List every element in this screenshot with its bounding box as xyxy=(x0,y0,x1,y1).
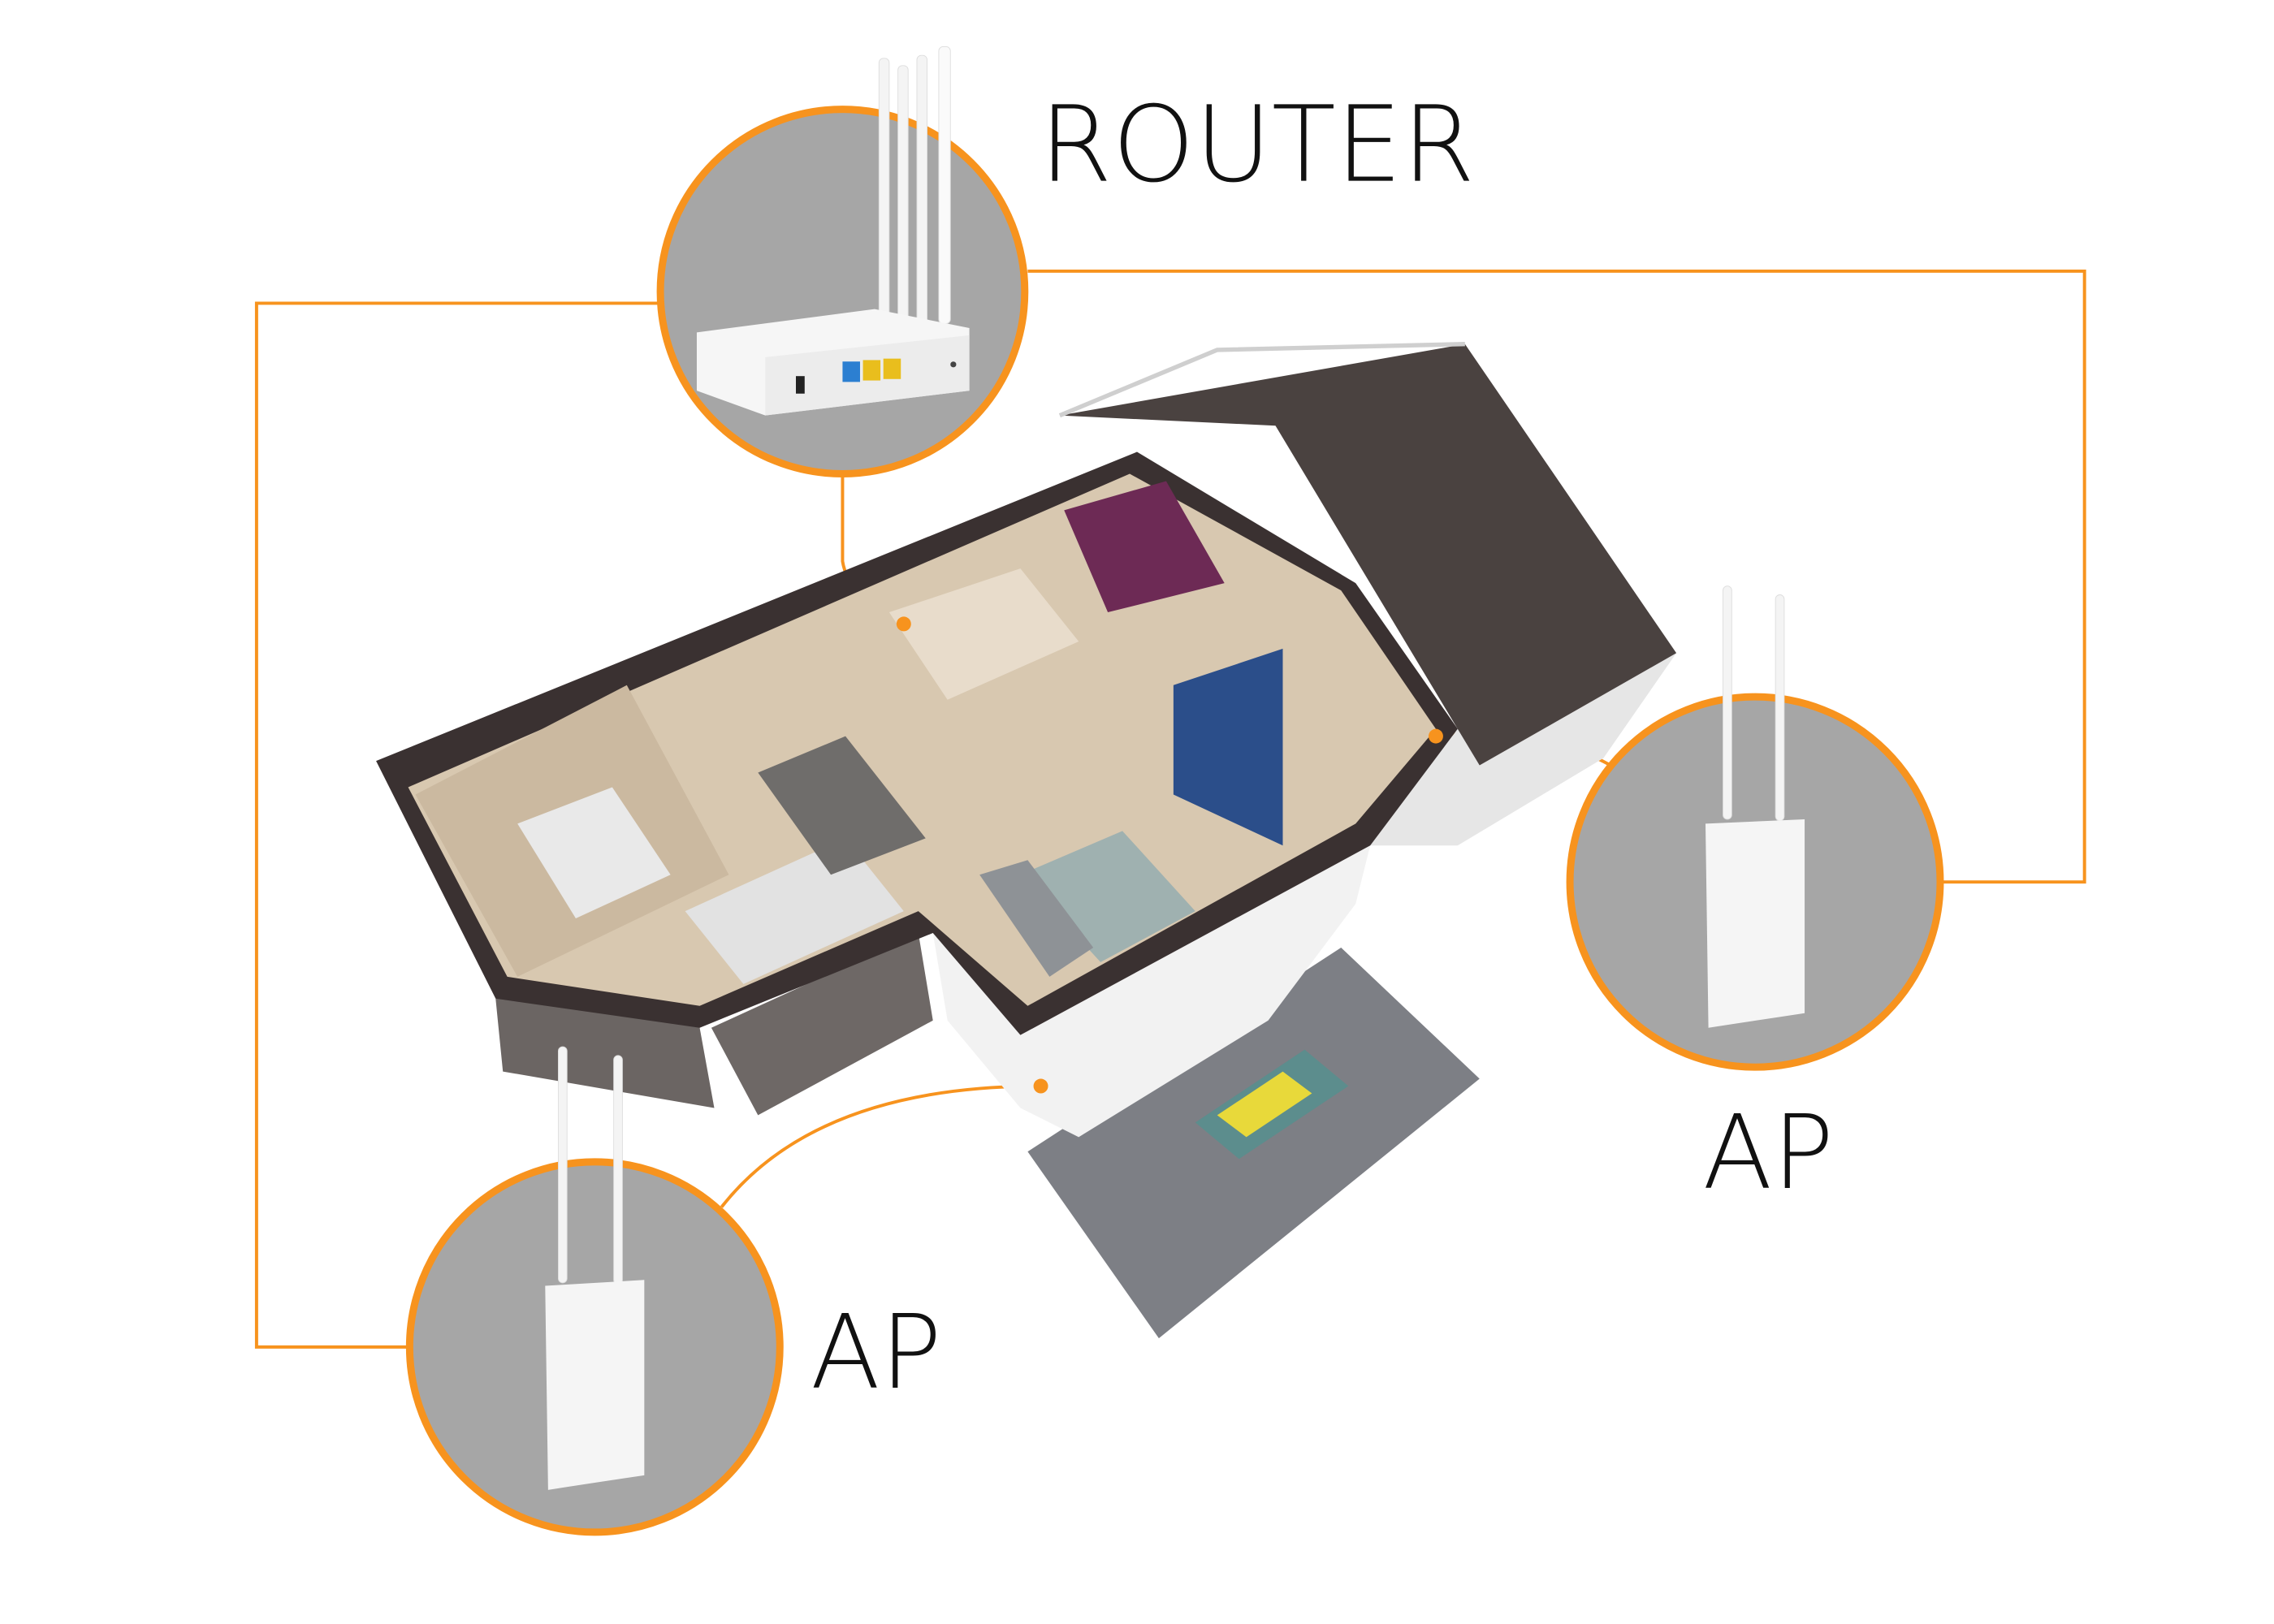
bedroom-bed xyxy=(517,787,671,919)
left-ap-location-pointer xyxy=(720,1084,1041,1208)
right-ap-label: AP xyxy=(1702,1093,1834,1212)
router-to-right-ap-line xyxy=(1027,269,2086,884)
access-point-device-icon xyxy=(1706,585,1805,1028)
left-ap-callout xyxy=(405,1046,784,1536)
brick-wall-mid xyxy=(711,933,933,1116)
right-ap-location-dot xyxy=(1428,728,1443,744)
left-ap-location-dot xyxy=(1033,1078,1048,1094)
router-label: ROUTER xyxy=(1040,84,1475,206)
left-ap-label: AP xyxy=(811,1293,942,1412)
router-circle xyxy=(656,106,1029,477)
patio-table xyxy=(1195,1049,1349,1160)
house-side-wall xyxy=(1370,653,1677,846)
house-facade xyxy=(932,845,1371,1138)
purple-room xyxy=(1064,481,1225,613)
roof xyxy=(1059,343,1677,766)
living-area-rug xyxy=(1020,831,1195,962)
right-ap-callout xyxy=(1566,585,1944,1071)
router-callout xyxy=(656,46,1029,477)
house-cutaway-illustration xyxy=(376,342,1677,1339)
kitchen xyxy=(888,568,1079,700)
router-device-icon xyxy=(696,46,970,416)
blue-accent-wall xyxy=(1173,648,1283,846)
router-location-dot xyxy=(896,616,911,632)
router-to-left-ap-line xyxy=(254,301,661,1349)
dining-rug xyxy=(758,736,926,875)
access-point-device-icon xyxy=(545,1046,645,1490)
roof-edge xyxy=(1058,342,1465,418)
bathroom xyxy=(685,838,904,984)
sofa xyxy=(979,860,1094,977)
